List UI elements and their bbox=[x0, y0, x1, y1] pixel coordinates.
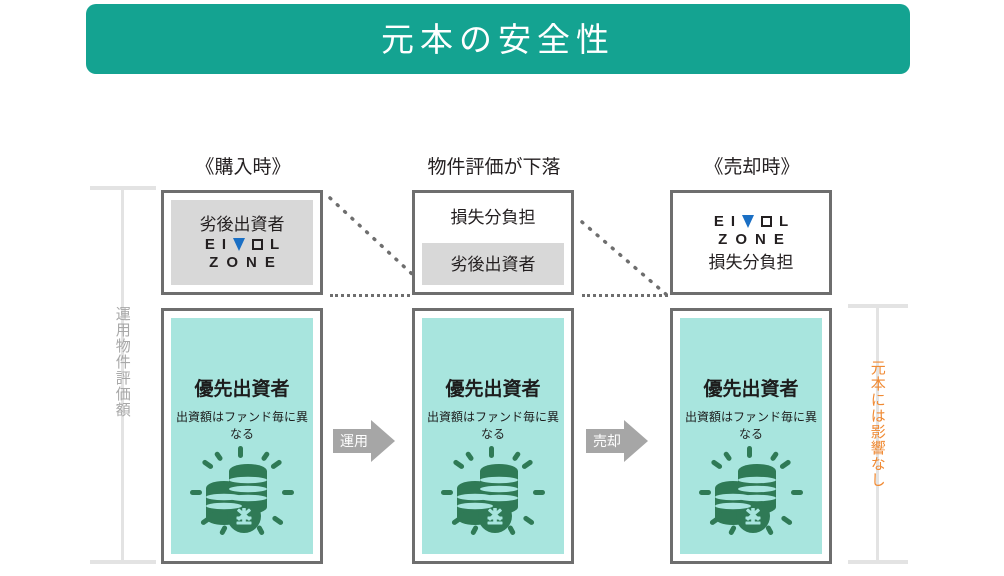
loss-share-label: 損失分負担 bbox=[708, 253, 794, 272]
logo-letter-e: E bbox=[713, 213, 724, 230]
connector-dashed-horizontal-2 bbox=[582, 294, 668, 297]
evol-zone-logo: E I L Z O N E bbox=[714, 214, 788, 247]
connector-dashed-horizontal-1 bbox=[330, 294, 410, 297]
arrow-label-operation: 運用 bbox=[340, 433, 368, 449]
axis-bracket-left: 運用物件評価額 bbox=[90, 186, 160, 568]
loss-share-label: 損失分負担 bbox=[450, 208, 536, 227]
logo-letter-i: I bbox=[221, 235, 226, 253]
preferred-box-purchase: 優先出資者 出資額はファンド毎に異なる bbox=[161, 308, 323, 564]
subordinate-box-purchase: 劣後出資者 E I L Z O N E bbox=[161, 190, 323, 295]
subordinate-box-sale: E I L Z O N E 損失分負担 bbox=[670, 190, 832, 295]
preferred-investor-title: 優先出資者 bbox=[703, 379, 799, 400]
subordinate-box-valuation-drop: 損失分負担 劣後出資者 bbox=[412, 190, 574, 295]
connector-dashed-diagonal-2 bbox=[580, 220, 670, 298]
axis-label-left: 運用物件評価額 bbox=[113, 306, 131, 418]
logo-letter-n: N bbox=[245, 253, 257, 271]
preferred-investor-subtitle: 出資額はファンド毎に異なる bbox=[426, 410, 559, 442]
preferred-box-sale: 優先出資者 出資額はファンド毎に異なる bbox=[670, 308, 832, 564]
logo-letter-l: L bbox=[779, 213, 789, 230]
preferred-investor-subtitle: 出資額はファンド毎に異なる bbox=[175, 410, 308, 442]
logo-letter-e2: E bbox=[264, 253, 275, 271]
title-banner: 元本の安全性 bbox=[86, 4, 910, 74]
teal-panel: 優先出資者 出資額はファンド毎に異なる bbox=[680, 318, 822, 554]
axis-stem bbox=[121, 186, 124, 564]
column-header-valuation-drop: 物件評価が下落 bbox=[427, 157, 561, 178]
axis-cap-bottom bbox=[90, 560, 156, 564]
page-title: 元本の安全性 bbox=[381, 20, 615, 58]
logo-row-zone: Z O N E bbox=[209, 255, 275, 270]
logo-letter-i: I bbox=[730, 213, 735, 230]
evol-zone-logo: E I L Z O N E bbox=[205, 237, 279, 270]
preferred-box-valuation-drop: 優先出資者 出資額はファンド毎に異なる bbox=[412, 308, 574, 564]
logo-row-evol: E I L bbox=[714, 214, 788, 229]
logo-letter-e2: E bbox=[773, 231, 784, 248]
logo-letter-z: Z bbox=[209, 253, 219, 271]
arrow-operation: 運用 bbox=[333, 420, 395, 462]
logo-letter-e: E bbox=[204, 235, 215, 253]
axis-cap-bottom bbox=[848, 560, 908, 564]
logo-letter-o2: O bbox=[735, 231, 747, 248]
logo-row-zone: Z O N E bbox=[718, 232, 784, 247]
preferred-investor-title: 優先出資者 bbox=[445, 379, 541, 400]
coin-stack-yen-icon bbox=[171, 446, 313, 538]
subordinate-investor-label: 劣後出資者 bbox=[199, 214, 285, 234]
logo-triangle-icon bbox=[742, 215, 754, 228]
logo-letter-l: L bbox=[270, 235, 280, 253]
column-header-purchase: 《購入時》 bbox=[195, 157, 291, 178]
connector-dashed-diagonal-1 bbox=[328, 196, 414, 276]
column-header-sale: 《売却時》 bbox=[704, 157, 800, 178]
arrow-sale: 売却 bbox=[586, 420, 648, 462]
axis-bracket-right: 元本には影響なし bbox=[848, 304, 918, 568]
logo-letter-n: N bbox=[754, 231, 766, 248]
arrow-label-sale: 売却 bbox=[593, 433, 621, 449]
logo-square-icon bbox=[252, 238, 263, 250]
logo-letter-o2: O bbox=[226, 253, 238, 271]
teal-panel: 優先出資者 出資額はファンド毎に異なる bbox=[171, 318, 313, 554]
gray-panel: 劣後出資者 bbox=[422, 243, 564, 285]
axis-stem bbox=[876, 304, 879, 564]
axis-label-right: 元本には影響なし bbox=[868, 360, 886, 488]
preferred-investor-subtitle: 出資額はファンド毎に異なる bbox=[684, 410, 817, 442]
teal-panel: 優先出資者 出資額はファンド毎に異なる bbox=[422, 318, 564, 554]
inner-stack: E I L Z O N E 損失分負担 bbox=[673, 193, 829, 292]
logo-letter-z: Z bbox=[718, 231, 728, 248]
coin-stack-yen-icon bbox=[422, 446, 564, 538]
subordinate-investor-label: 劣後出資者 bbox=[450, 254, 536, 274]
coin-stack-yen-icon bbox=[680, 446, 822, 538]
logo-row-evol: E I L bbox=[205, 237, 279, 252]
gray-panel: 劣後出資者 E I L Z O N E bbox=[171, 200, 313, 285]
preferred-investor-title: 優先出資者 bbox=[194, 379, 290, 400]
logo-triangle-icon bbox=[233, 237, 245, 251]
logo-square-icon bbox=[761, 216, 772, 227]
